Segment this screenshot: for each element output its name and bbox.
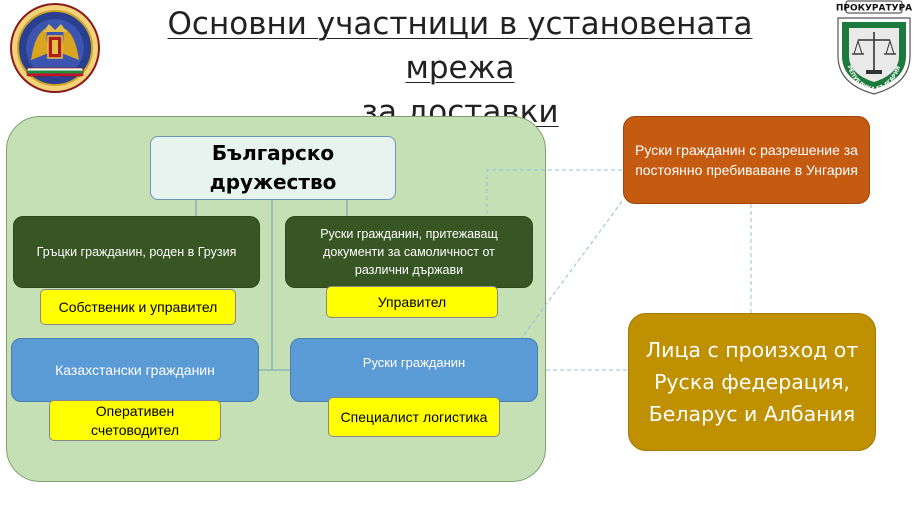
national-assembly-emblem-icon xyxy=(10,3,100,93)
origin-persons-label: Лица с произход от Руска федерация, Бела… xyxy=(645,338,859,426)
russian-multi-id-citizen-label: Руски гражданин, притежаващ документи за… xyxy=(320,227,498,277)
greek-citizen-label: Гръцки гражданин, роден в Грузия xyxy=(36,245,237,259)
logistics-role-label: Специалист логистика xyxy=(340,408,488,425)
kazakh-citizen-label: Казахстански гражданин xyxy=(55,362,215,378)
russian-citizen-box: Руски гражданин xyxy=(290,338,538,402)
manager-role-box: Управител xyxy=(326,286,498,318)
hungary-resident-box: Руски гражданин с разрешение за постоянн… xyxy=(623,116,870,204)
prosecution-banner-text: ПРОКУРАТУРА xyxy=(836,4,912,14)
bulgarian-company-label: Българско дружество xyxy=(209,141,337,194)
page-title: Основни участници в установената мрежа з… xyxy=(110,2,810,134)
russian-citizen-label: Руски гражданин xyxy=(362,355,466,370)
origin-persons-box: Лица с произход от Руска федерация, Бела… xyxy=(628,313,876,451)
prosecution-emblem-icon: ПРОКУРАТУРА РЕПУБЛИКА БЪЛГАРИЯ xyxy=(836,0,912,95)
logistics-role-box: Специалист логистика xyxy=(328,397,500,437)
greek-citizen-box: Гръцки гражданин, роден в Грузия xyxy=(13,216,260,288)
russian-multi-id-citizen-box: Руски гражданин, притежаващ документи за… xyxy=(285,216,533,288)
owner-manager-role-label: Собственик и управител xyxy=(58,298,218,315)
accountant-role-box: Оперативен счетоводител xyxy=(49,400,221,441)
bulgarian-company-box: Българско дружество xyxy=(150,136,396,200)
manager-role-label: Управител xyxy=(377,293,447,310)
hungary-resident-label: Руски гражданин с разрешение за постоянн… xyxy=(635,142,858,178)
owner-manager-role-box: Собственик и управител xyxy=(40,289,236,325)
accountant-role-label: Оперативен счетоводител xyxy=(91,402,179,438)
kazakh-citizen-box: Казахстански гражданин xyxy=(11,338,259,402)
title-line-1: Основни участници в установената мрежа xyxy=(167,6,753,86)
dashed-link-resident-diagonal xyxy=(519,199,624,341)
